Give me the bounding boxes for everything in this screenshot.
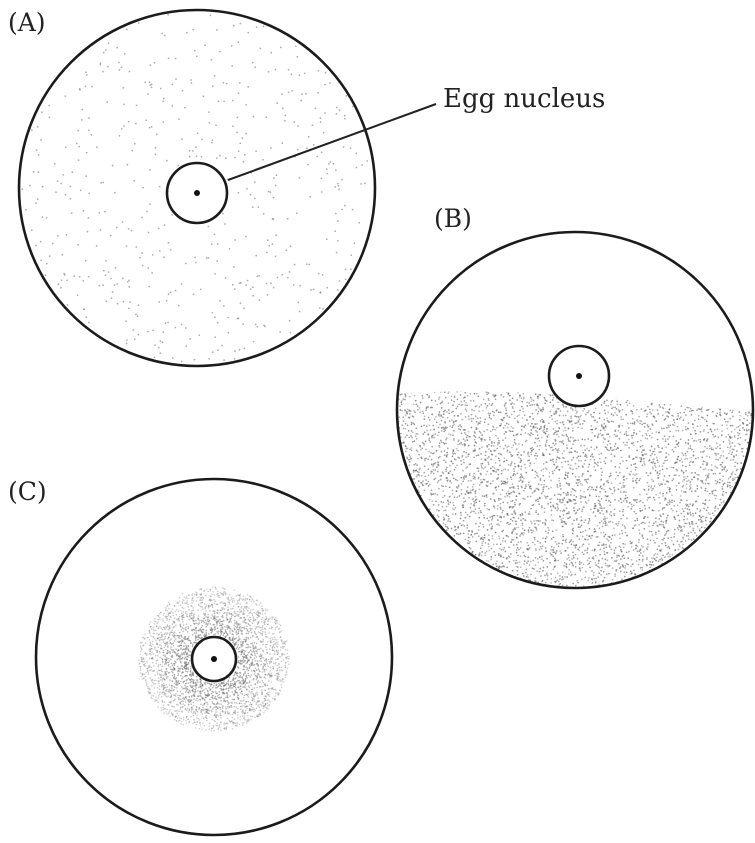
- egg-nucleus-leader-line: [227, 103, 437, 181]
- panel-a-yolk-stipple: [21, 13, 369, 363]
- panel-c: (C): [8, 477, 394, 837]
- panel-a-label: (A): [8, 8, 46, 37]
- panel-a-egg-outline: [17, 8, 377, 368]
- panel-c-egg-outline: [34, 477, 394, 837]
- panel-b-label: (B): [434, 204, 472, 233]
- panel-b: (B): [395, 204, 755, 590]
- panel-b-yolk-stipple: [397, 391, 753, 588]
- panel-c-yolk-stipple: [138, 586, 291, 732]
- egg-nucleus-label: Egg nucleus: [443, 84, 605, 114]
- panel-b-nucleolus: [576, 373, 582, 379]
- panel-a-nucleolus: [194, 190, 200, 196]
- panel-c-nucleolus: [211, 656, 217, 662]
- panel-a: (A) Egg nucleus: [8, 8, 605, 368]
- panel-b-egg-outline: [395, 230, 755, 590]
- panel-c-label: (C): [8, 477, 47, 506]
